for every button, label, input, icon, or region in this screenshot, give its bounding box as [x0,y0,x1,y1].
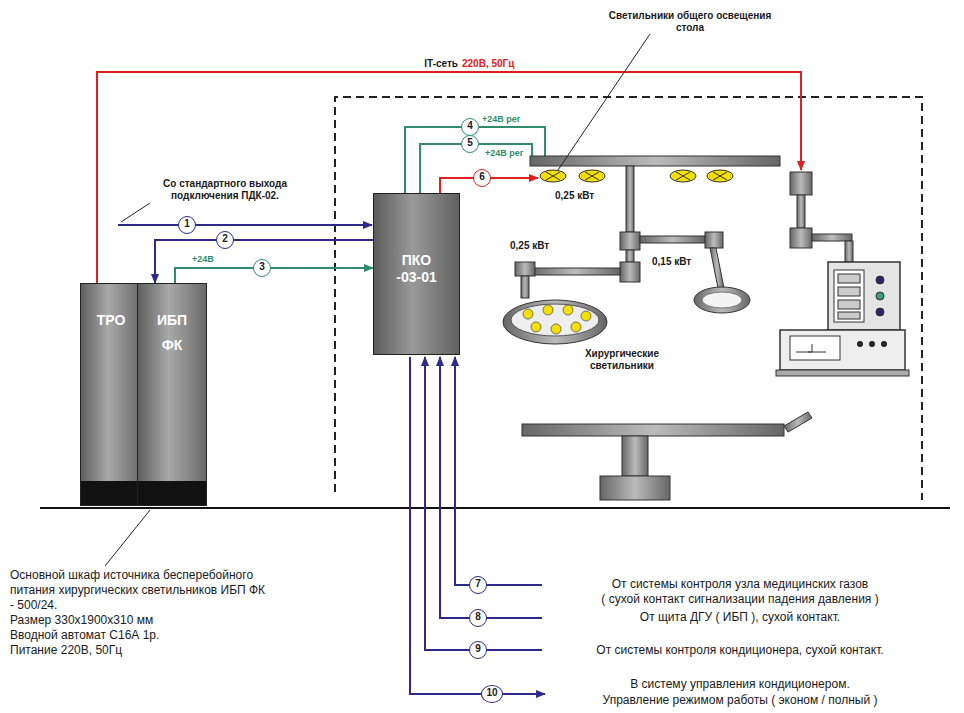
signal-note: Управление режимом работы ( эконом / пол… [545,693,935,708]
network-label: IT-сеть [398,58,458,70]
power-label: 0,15 кВт [652,256,712,268]
note-label: Питание 220В, 50Гц [10,643,270,658]
heading-label: Светильники общего освещения стола [595,10,785,34]
box-label: ФК [138,337,206,354]
connector [175,268,373,283]
signal-label: +24В [191,255,215,265]
box-label: ИБП [138,312,206,329]
note-label: Со стандартного выхода подключения ПДК-0… [138,178,313,202]
box-label: ПКО -03-01 [389,252,445,286]
signal-note: От щита ДГУ ( ИБП ), сухой контакт. [545,610,935,625]
note-label: Размер 330x1900x310 мм [10,613,270,628]
callout-number: 8 [469,609,487,627]
callout-number: 4 [461,118,479,136]
callout-number: 2 [216,231,234,249]
signal-label: +24В рег [482,114,542,125]
callout-number: 3 [253,259,271,277]
callout-number: 10 [481,685,503,703]
control-box: ПКО -03-01 [373,193,460,355]
callout-number: 1 [178,216,196,234]
power-label: 0,25 кВт [555,190,625,202]
ups-cabinet: ИБП ФК [137,283,207,506]
lamp-label: Хирургические светильники [557,348,687,372]
network-label: 220В, 50Гц [462,58,542,70]
note-label: Вводной автомат С16А 1р. [10,628,270,643]
callout-number: 6 [473,169,491,187]
callout-number: 5 [461,135,479,153]
connector [155,240,373,283]
box-label: ТРО [81,312,141,329]
signal-note: От системы контроля кондиционера, сухой … [545,643,935,658]
callout-number: 9 [469,641,487,659]
signal-label: +24В рег [485,148,545,159]
signal-note: В систему управления кондиционером. [545,677,935,692]
signal-note: От системы контроля узла медицинских газ… [545,577,935,592]
callout-number: 7 [469,576,487,594]
signal-note: ( сухой контакт сигнализации падения дав… [545,592,935,607]
cabinet: ТРО [80,283,142,506]
note-label: Основной шкаф источника бесперебойного п… [10,568,270,613]
power-label: 0,25 кВт [510,240,580,252]
